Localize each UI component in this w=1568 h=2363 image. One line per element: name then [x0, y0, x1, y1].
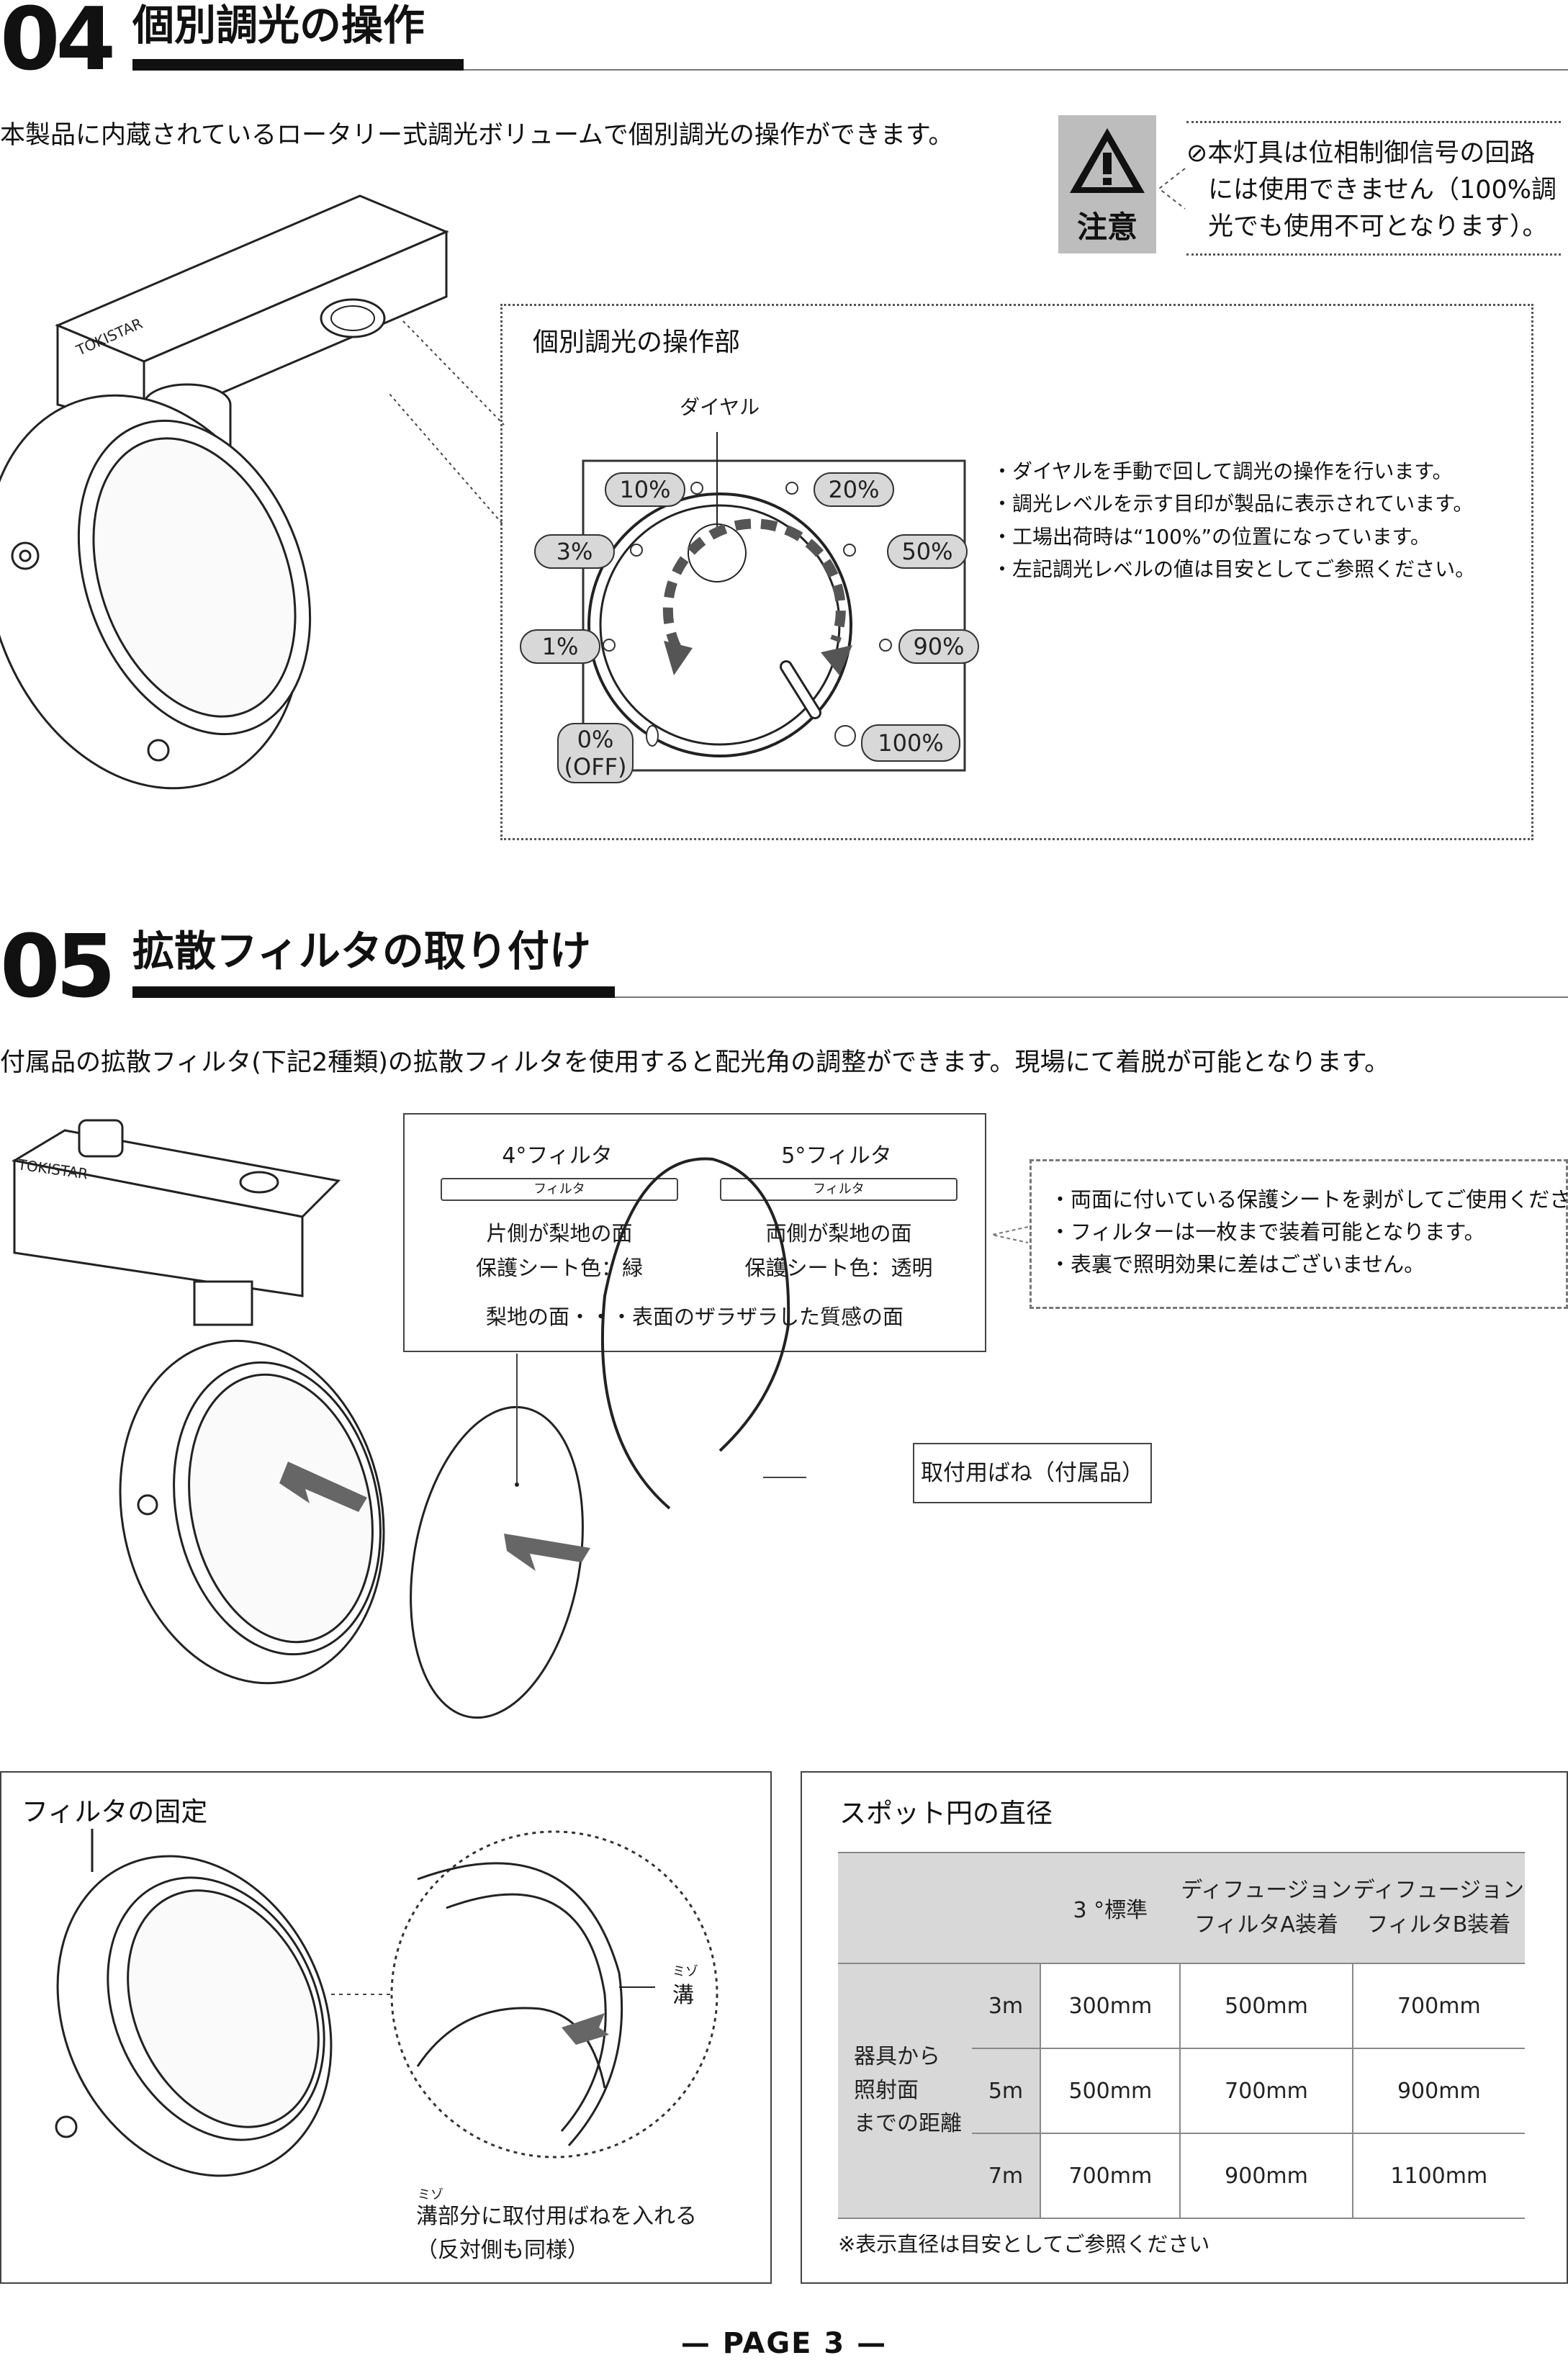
cell-5m-filter-a: 700mm — [1179, 2048, 1353, 2134]
dial-note-4: ・左記調光レベルの値は目安としてご参照ください。 — [992, 557, 1476, 582]
section-05-number: 05 — [0, 917, 116, 1017]
groove-ruby: ミゾ — [672, 1964, 698, 1979]
section-05-title: 拡散フィルタの取り付け — [132, 927, 591, 976]
filter-4-matte: 片側が梨地の面 — [486, 1221, 633, 1246]
table-row: 器具から 照射面 までの距離 3m 300mm 500mm 700mm — [838, 1963, 1525, 2219]
level-0-off-label: 0% (OFF) — [557, 723, 634, 783]
section-04-intro: 本製品に内蔵されているロータリー式調光ボリュームで個別調光の操作ができます。 — [0, 121, 954, 150]
section-05-rule — [615, 996, 1568, 998]
header-standard: 3 °標準 — [1040, 1852, 1181, 1964]
spot-diameter-title: スポット円の直径 — [839, 1798, 1053, 1829]
distance-7m: 7m — [971, 2133, 1041, 2219]
filter-4-strip: フィルタ — [441, 1178, 678, 1201]
cell-5m-filter-b: 900mm — [1351, 2048, 1525, 2134]
dial-notes: ・ダイヤルを手動で回して調光の操作を行います。 ・調光レベルを示す目印が製品に表… — [992, 455, 1475, 585]
level-3-label: 3% — [534, 534, 615, 569]
filter-note-2: ・フィルターは一枚まで装着可能となります。 — [1050, 1219, 1485, 1244]
section-04-title: 個別調光の操作 — [132, 1, 425, 50]
spotlight-illustration: TOKISTAR — [0, 194, 449, 790]
filter-fix-box — [0, 1771, 772, 2284]
level-10-label: 10% — [605, 472, 685, 507]
header-filter-b: ディフュージョン フィルタB装着 — [1352, 1852, 1525, 1964]
cell-3m-filter-a: 500mm — [1179, 1963, 1353, 2049]
filter-notes: ・両面に付いている保護シートを剥がしてご使用ください。 ・フィルターは一枚まで装… — [1050, 1184, 1568, 1281]
caution-pointer — [1158, 168, 1186, 210]
distance-side-label: 器具から 照射面 までの距離 — [838, 1963, 972, 2219]
cell-7m-filter-a: 900mm — [1179, 2133, 1353, 2219]
dial-note-3: ・工場出荷時は“100%”の位置になっています。 — [992, 524, 1430, 549]
level-90-label: 90% — [898, 629, 979, 664]
level-1-label: 1% — [520, 629, 600, 664]
filter-5-strip: フィルタ — [720, 1178, 958, 1201]
caution-line-2: には使用できません（100%調 — [1208, 175, 1557, 204]
filter-note-3: ・表裏で照明効果に差はございません。 — [1050, 1251, 1425, 1277]
cell-3m-standard: 300mm — [1040, 1963, 1181, 2049]
level-50-label: 50% — [887, 534, 968, 569]
groove-label: 溝 — [672, 1983, 694, 2008]
filter-fix-title: フィルタの固定 — [22, 1796, 208, 1827]
cell-7m-filter-b: 1100mm — [1351, 2133, 1525, 2219]
level-100-label: 100% — [861, 724, 960, 762]
spot-diameter-box — [801, 1771, 1568, 2284]
caution-top-dotline — [1186, 121, 1561, 123]
filter-5-matte: 両側が梨地の面 — [765, 1221, 912, 1246]
dial-diagram — [582, 432, 966, 772]
caution-bottom-dotline — [1186, 253, 1561, 256]
spot-diameter-table: 3 °標準 ディフュージョン フィルタA装着 ディフュージョン フィルタB装着 … — [838, 1852, 1525, 2219]
dial-note-1: ・ダイヤルを手動で回して調光の操作を行います。 — [992, 459, 1453, 483]
dial-label: ダイヤル — [680, 395, 760, 419]
caution-label: 注意 — [1076, 210, 1137, 245]
filter-4-name: 4°フィルタ — [502, 1143, 613, 1169]
spot-table-note: ※表示直径は目安としてご参照ください — [838, 2232, 1210, 2256]
caution-line-1: ⊘本灯具は位相制御信号の回路 — [1186, 139, 1536, 168]
notes-pointer — [991, 1226, 1029, 1243]
section-04-title-bar — [132, 59, 464, 71]
cell-5m-standard: 500mm — [1040, 2048, 1181, 2134]
caution-text: ⊘本灯具は位相制御信号の回路 には使用できません（100%調 光でも使用不可とな… — [1186, 135, 1561, 245]
cell-7m-standard: 700mm — [1040, 2133, 1181, 2219]
filter-4-sheet: 保護シート色：緑 — [475, 1256, 643, 1280]
warning-triangle-icon — [1070, 128, 1145, 193]
fix-caption-line-2: （反対側も同様） — [416, 2237, 589, 2263]
fix-caption-line-1: 溝部分に取付用ばねを入れる — [416, 2204, 697, 2229]
caution-badge: 注意 — [1058, 115, 1156, 253]
filter-install-illustration: TOKISTAR — [11, 1119, 806, 1719]
section-04-number: 04 — [0, 0, 116, 90]
filter-note-1: ・両面に付いている保護シートを剥がしてご使用ください。 — [1050, 1187, 1568, 1212]
dial-panel-title: 個別調光の操作部 — [533, 328, 741, 357]
panel-leader-lines — [389, 320, 505, 526]
dial-note-2: ・調光レベルを示す目印が製品に表示されています。 — [992, 492, 1474, 516]
matte-definition: 梨地の面・・・表面のザラザラした質感の面 — [485, 1305, 904, 1329]
fix-caption: 溝部分に取付用ばねを入れる （反対側も同様） — [416, 2200, 697, 2267]
filter-notes-box — [1029, 1159, 1568, 1309]
dial-detail-panel — [500, 304, 1533, 840]
caution-line-3: 光でも使用不可となります）。 — [1208, 212, 1548, 241]
table-corner — [838, 1852, 1041, 1964]
cell-3m-filter-b: 700mm — [1351, 1963, 1525, 2049]
page-footer: — PAGE 3 — — [680, 2327, 888, 2360]
filter-fix-illustration — [55, 1829, 718, 2177]
table-row: 7m 700mm 900mm 1100mm — [838, 2133, 1525, 2219]
section-05-title-bar — [132, 986, 615, 998]
filter-5-name: 5°フィルタ — [781, 1143, 892, 1169]
header-filter-a: ディフュージョン フィルタA装着 — [1180, 1852, 1353, 1964]
section-05-intro: 付属品の拡散フィルタ(下記2種類)の拡散フィルタを使用すると配光角の調整ができま… — [0, 1048, 1390, 1077]
caption-ruby: ミゾ — [418, 2187, 443, 2202]
distance-3m: 3m — [971, 1963, 1041, 2049]
section-04-rule — [464, 69, 1568, 71]
spring-label: 取付用ばね（付属品） — [913, 1443, 1152, 1503]
distance-5m: 5m — [971, 2048, 1041, 2134]
table-row: 5m 500mm 700mm 900mm — [838, 2048, 1525, 2134]
level-20-label: 20% — [814, 472, 894, 507]
filter-spec-box — [403, 1113, 986, 1352]
filter-5-sheet: 保護シート色：透明 — [744, 1256, 933, 1280]
